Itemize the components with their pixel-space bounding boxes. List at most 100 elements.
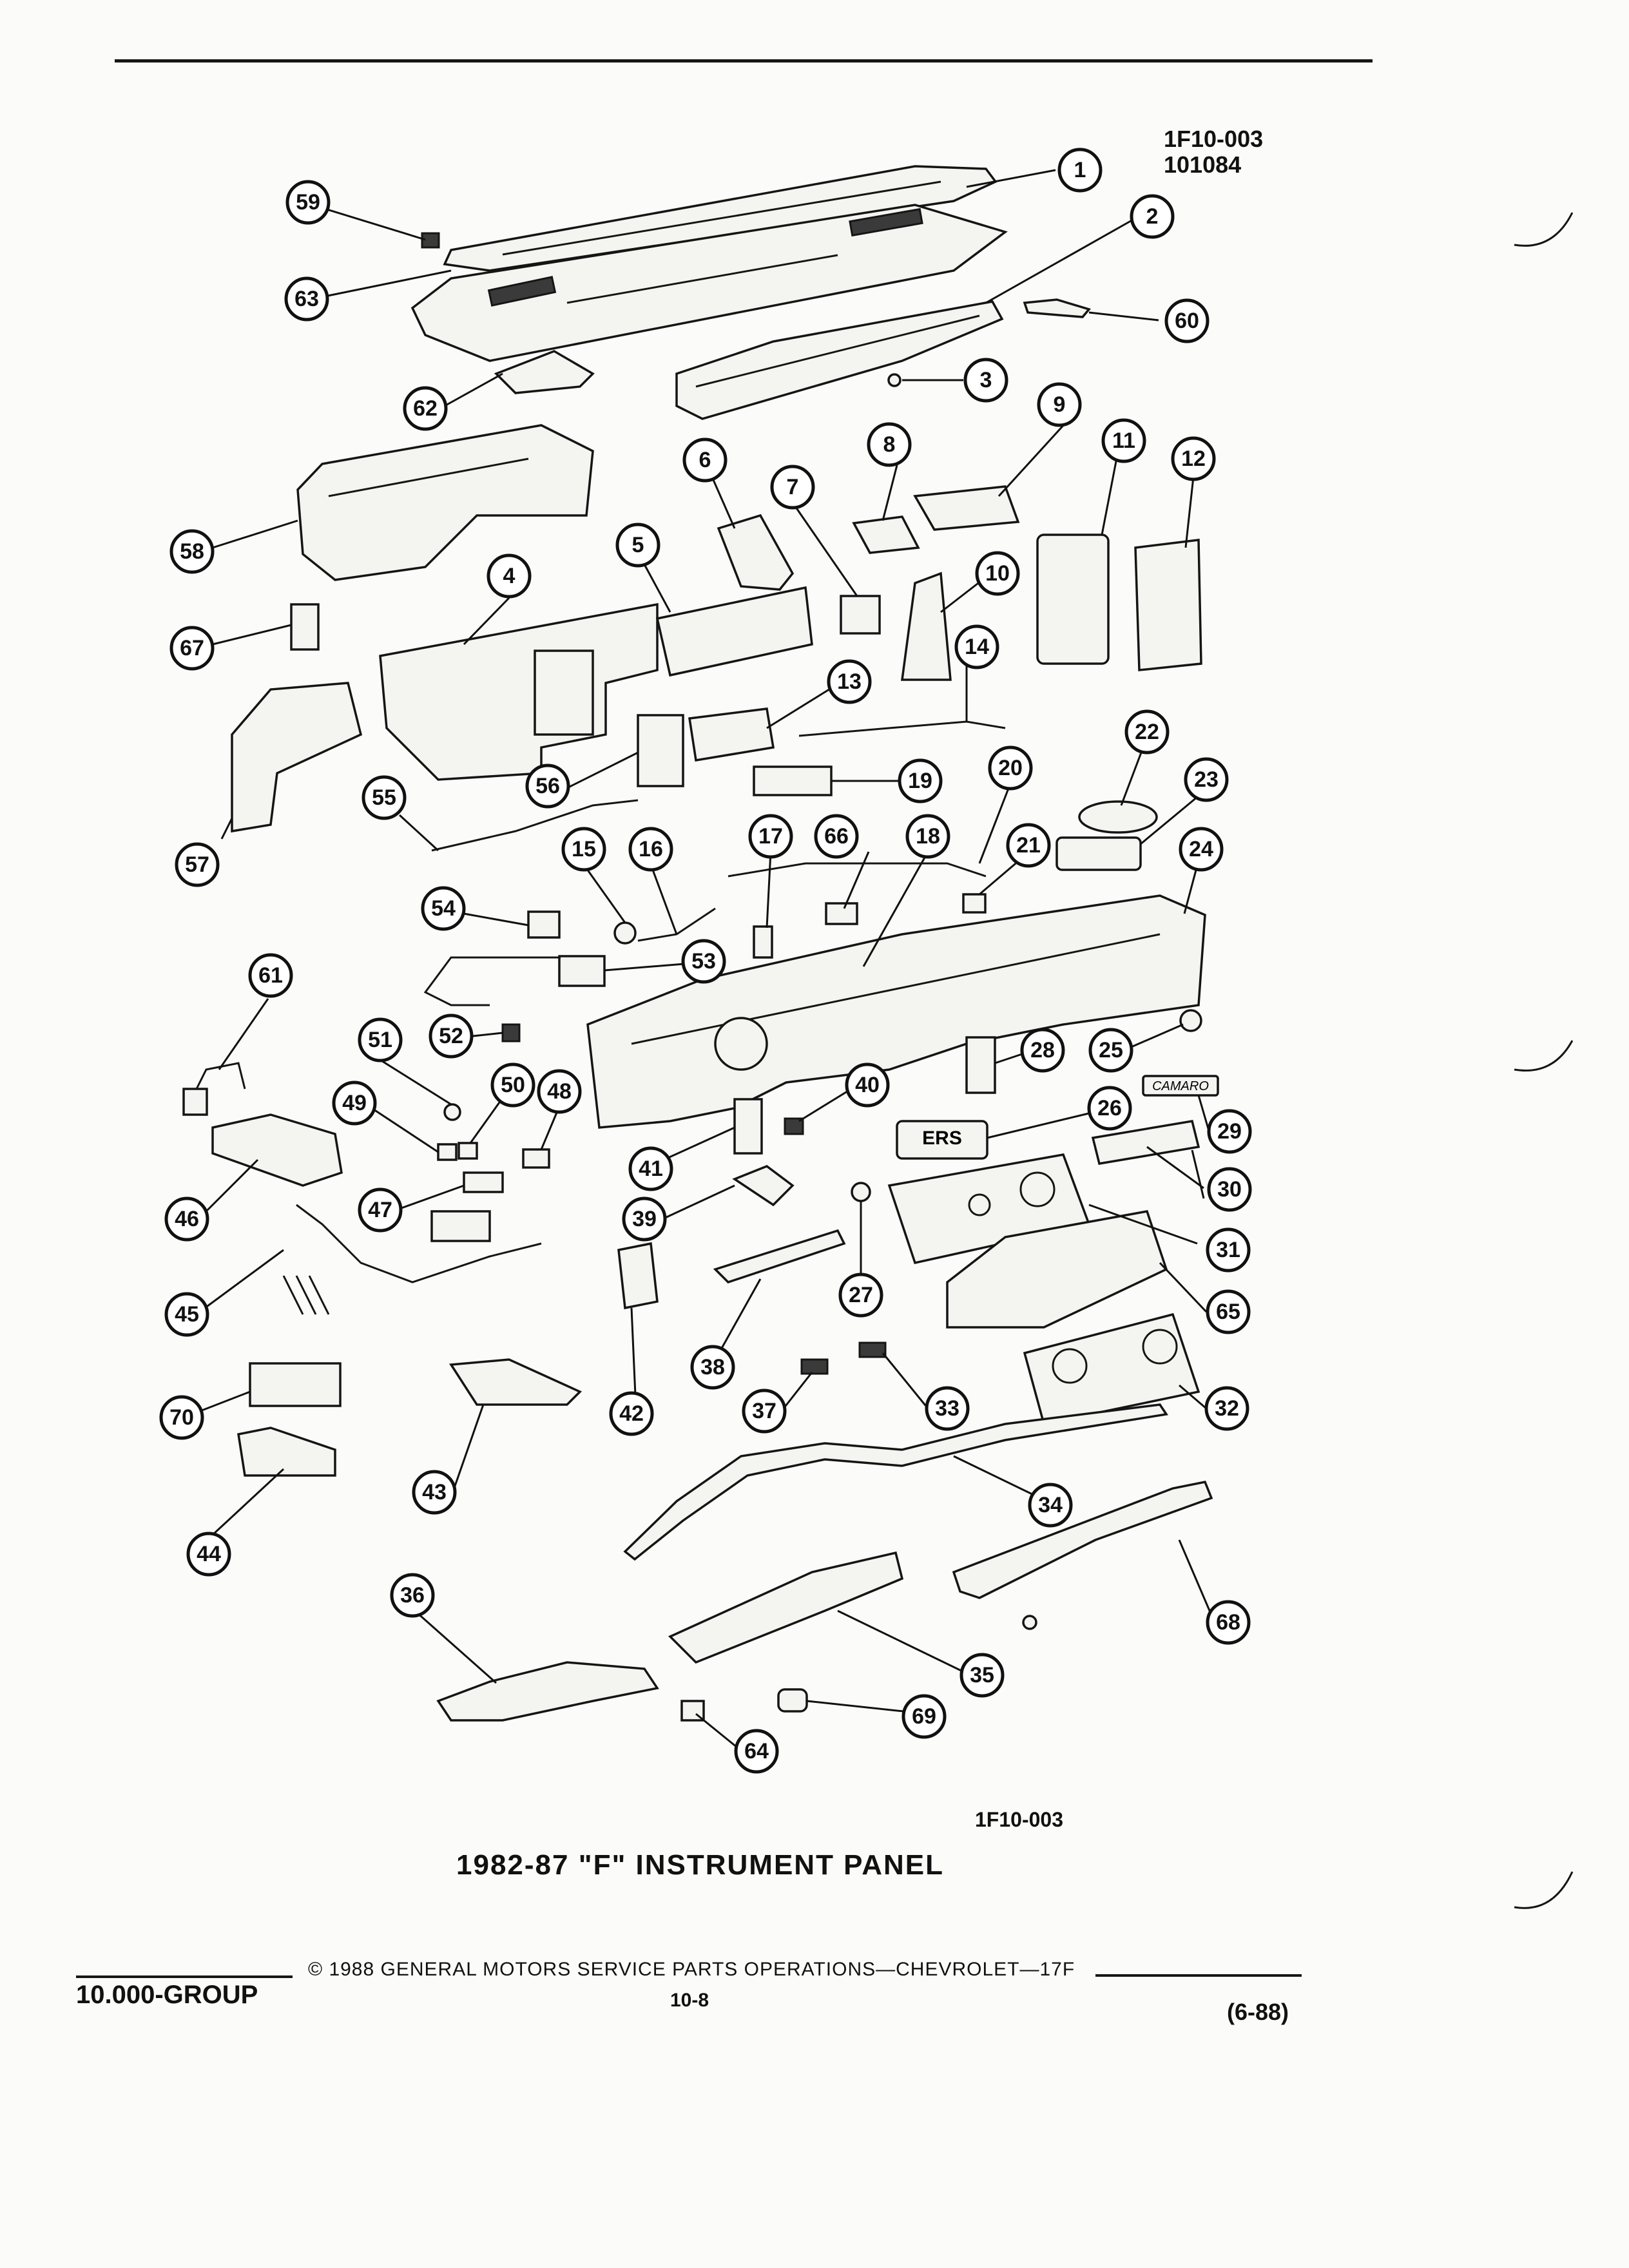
- callout-11: 11: [1101, 418, 1146, 463]
- part-9-control: [913, 485, 1020, 531]
- svg-text:62: 62: [413, 396, 438, 421]
- part-44-bracket: [237, 1427, 336, 1477]
- svg-text:53: 53: [691, 949, 716, 974]
- part-49-clip: [437, 1143, 458, 1161]
- leader-lines: [186, 169, 1211, 1749]
- callout-49: 49: [332, 1081, 377, 1126]
- part-36-console-base: [436, 1661, 659, 1722]
- part-16-cable: [637, 907, 716, 942]
- part-57-side-duct: [231, 682, 363, 833]
- svg-text:17: 17: [758, 824, 783, 849]
- callout-46: 46: [164, 1196, 209, 1242]
- part-12-bezel: [1134, 539, 1202, 671]
- margin-mark-2: [1514, 1040, 1574, 1072]
- part-38-bracket: [713, 1229, 846, 1284]
- svg-text:58: 58: [180, 539, 204, 564]
- footer-group: 10.000-GROUP: [76, 1981, 258, 2009]
- footer-rule-right: [1095, 1974, 1302, 1977]
- callout-32: 32: [1204, 1386, 1249, 1431]
- svg-text:40: 40: [855, 1073, 880, 1097]
- part-4-heater-duct: [379, 602, 659, 781]
- callout-9: 9: [1037, 382, 1082, 427]
- svg-text:39: 39: [632, 1207, 657, 1231]
- part-15-bulb: [613, 921, 637, 945]
- part-19-trim: [753, 765, 833, 796]
- part-67-duct: [290, 603, 320, 651]
- svg-text:9: 9: [1054, 392, 1066, 417]
- callout-67: 67: [169, 626, 215, 671]
- callout-56: 56: [525, 764, 570, 809]
- svg-text:22: 22: [1135, 720, 1159, 744]
- svg-text:26: 26: [1097, 1096, 1122, 1120]
- part-50-clip: [458, 1142, 478, 1160]
- callout-25: 25: [1088, 1028, 1133, 1073]
- part-17-switch: [753, 925, 773, 959]
- callout-63: 63: [284, 276, 329, 322]
- callout-40: 40: [845, 1062, 890, 1108]
- callout-43: 43: [412, 1470, 457, 1515]
- svg-text:54: 54: [431, 896, 456, 921]
- badge-camaro-text: CAMARO: [1152, 1079, 1209, 1093]
- footer-rule-left: [76, 1975, 293, 1978]
- part-60-bracket: [1023, 298, 1092, 318]
- callout-47: 47: [358, 1187, 403, 1233]
- svg-text:3: 3: [980, 368, 992, 392]
- callout-17: 17: [748, 814, 793, 859]
- part-29-badge: [1142, 1075, 1219, 1097]
- part-48-relay: [522, 1148, 550, 1169]
- callout-54: 54: [421, 886, 466, 931]
- part-10-bracket: [901, 572, 952, 681]
- part-42-holder: [617, 1242, 659, 1310]
- part-43-ashtray: [448, 1358, 583, 1406]
- svg-text:19: 19: [908, 769, 932, 793]
- svg-text:37: 37: [752, 1399, 776, 1423]
- callout-70: 70: [159, 1395, 204, 1440]
- callout-29: 29: [1207, 1109, 1252, 1154]
- part-27-knob: [851, 1182, 871, 1202]
- part-58-duct-cover: [296, 424, 594, 581]
- footer-page-number: 10-8: [670, 1990, 709, 2011]
- svg-text:43: 43: [422, 1480, 447, 1504]
- callout-6: 6: [682, 437, 728, 483]
- svg-text:11: 11: [1112, 428, 1135, 453]
- svg-text:68: 68: [1216, 1610, 1240, 1635]
- svg-text:44: 44: [197, 1542, 221, 1566]
- callout-65: 65: [1206, 1289, 1251, 1334]
- svg-text:41: 41: [639, 1157, 663, 1181]
- part-6-bracket: [717, 514, 795, 591]
- part-41-switch: [733, 1098, 763, 1155]
- svg-text:66: 66: [824, 824, 849, 849]
- part-35-console: [668, 1551, 904, 1664]
- svg-text:1: 1: [1074, 158, 1086, 182]
- callout-38: 38: [690, 1345, 735, 1390]
- reference-date: 101084: [1164, 151, 1242, 178]
- svg-text:2: 2: [1146, 204, 1159, 229]
- svg-text:48: 48: [547, 1079, 572, 1104]
- callout-42: 42: [609, 1391, 654, 1436]
- svg-text:18: 18: [916, 824, 940, 849]
- svg-text:38: 38: [700, 1355, 725, 1379]
- callout-28: 28: [1020, 1028, 1065, 1073]
- callout-10: 10: [975, 551, 1020, 596]
- part-46-bracket: [211, 1113, 343, 1187]
- part-45-harness: [296, 1204, 542, 1283]
- callout-39: 39: [622, 1196, 667, 1242]
- part-28-switch: [965, 1036, 996, 1094]
- part-47-relay: [463, 1171, 504, 1193]
- callout-22: 22: [1124, 709, 1170, 754]
- callout-18: 18: [905, 814, 950, 859]
- callout-52: 52: [429, 1014, 474, 1059]
- part-22-grille: [1078, 800, 1158, 834]
- part-3-screw: [887, 373, 901, 387]
- svg-text:31: 31: [1216, 1238, 1240, 1262]
- svg-text:8: 8: [883, 432, 896, 457]
- svg-text:7: 7: [787, 475, 799, 499]
- part-21-socket: [962, 893, 987, 914]
- callout-44: 44: [186, 1532, 231, 1577]
- callout-13: 13: [827, 659, 872, 704]
- svg-text:61: 61: [258, 963, 283, 988]
- svg-text:35: 35: [970, 1663, 994, 1687]
- svg-text:16: 16: [639, 837, 663, 861]
- part-39-bracket: [732, 1165, 795, 1207]
